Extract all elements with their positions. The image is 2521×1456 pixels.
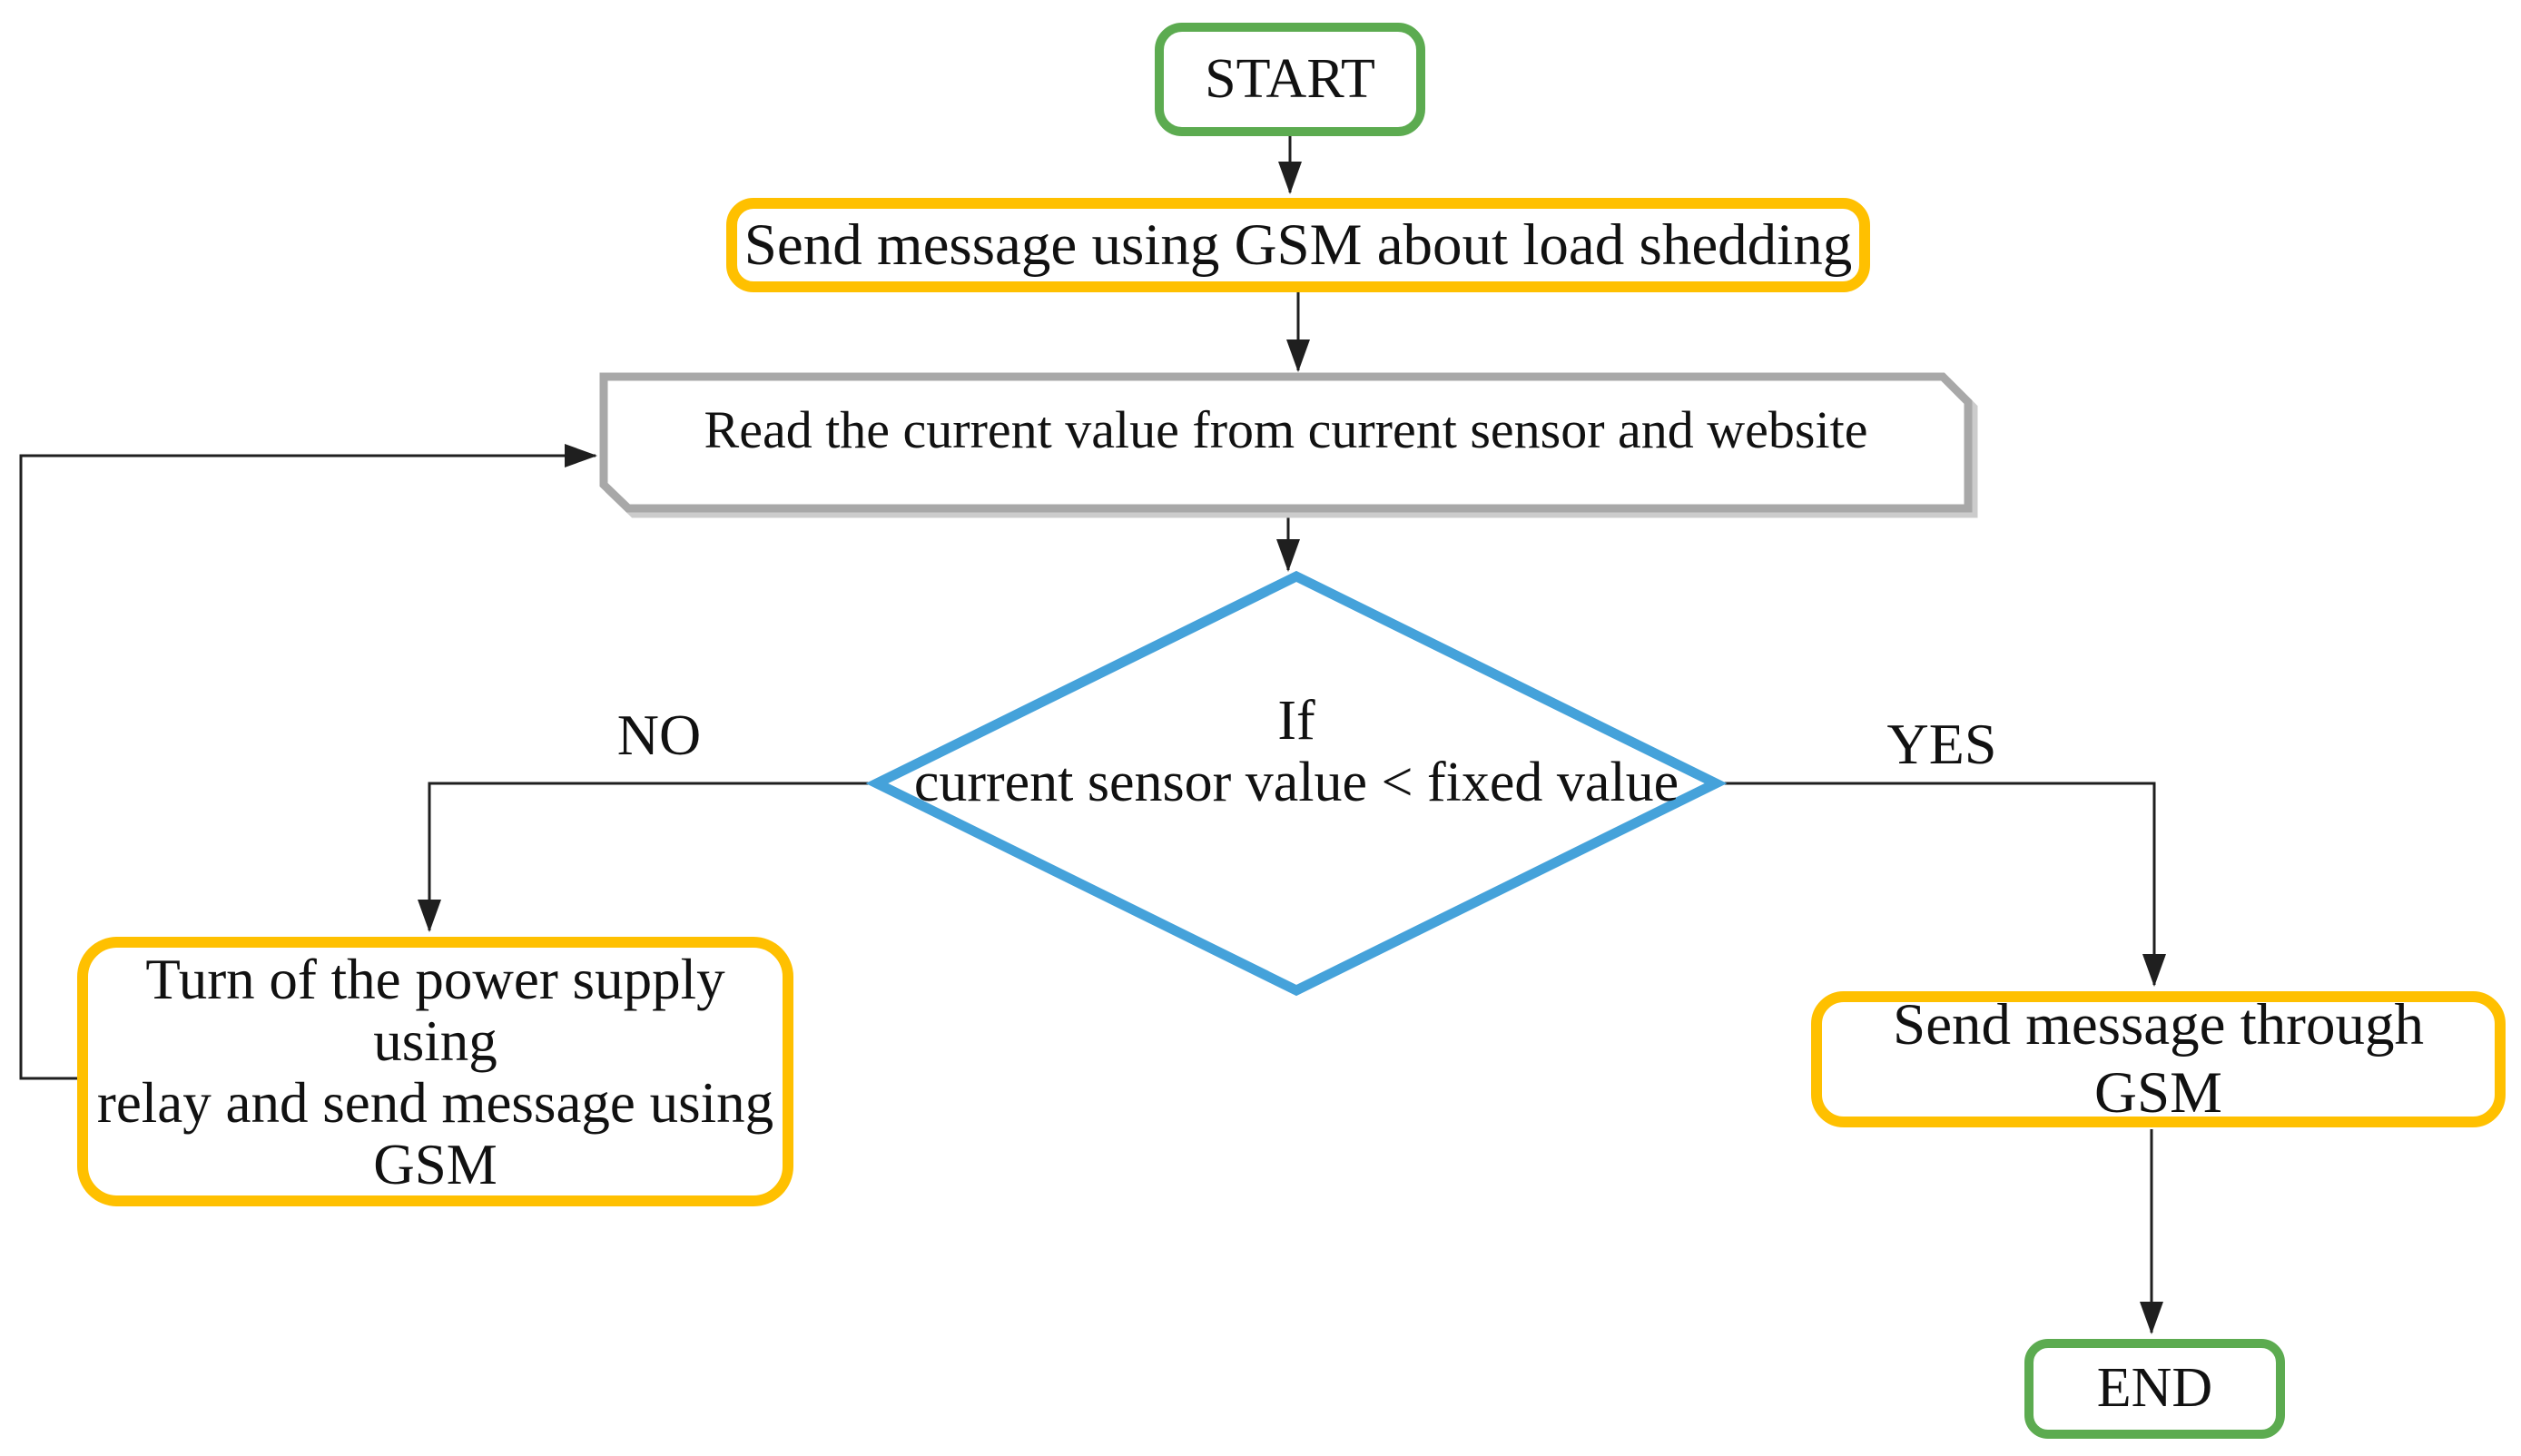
turn-off-line-2: relay and send message using [96,1070,774,1135]
turn-off-line-1: Turn of the power supply using [145,947,725,1073]
node-send-gsm-load-shedding: Send message using GSM about load sheddi… [726,198,1870,292]
node-start-label: START [1205,47,1375,110]
turn-off-line-3: GSM [373,1132,497,1196]
node-send-message-through-gsm: Send message through GSM [1811,991,2506,1127]
node-end-label: END [2096,1357,2213,1420]
edge-decision-no [418,782,877,932]
node-end: END [2024,1339,2285,1439]
edge-decision-yes [1716,782,2166,987]
read-current-shape [599,372,1973,513]
edge-loop-turnoff-to-read [19,444,597,1080]
node-send-gsm-load-shedding-label: Send message using GSM about load sheddi… [743,212,1853,278]
read-current-value-text: Read the current value from current sens… [704,399,1868,459]
edge-label-yes: YES [1886,712,1997,776]
node-start: START [1155,23,1425,136]
node-turn-off-power-supply: Turn of the power supply using relay and… [77,937,793,1206]
edge-label-no: NO [616,703,702,767]
decision-line-2: current sensor value < fixed value [913,752,1679,813]
node-send-message-through-gsm-label: Send message through GSM [1893,992,2424,1126]
node-read-current-value-label: Read the current value from current sens… [604,377,1968,509]
node-decision-label: If current sensor value < fixed value [877,576,1716,990]
decision-line-1: If [1277,690,1315,752]
decision-diamond-shape [865,570,1728,997]
